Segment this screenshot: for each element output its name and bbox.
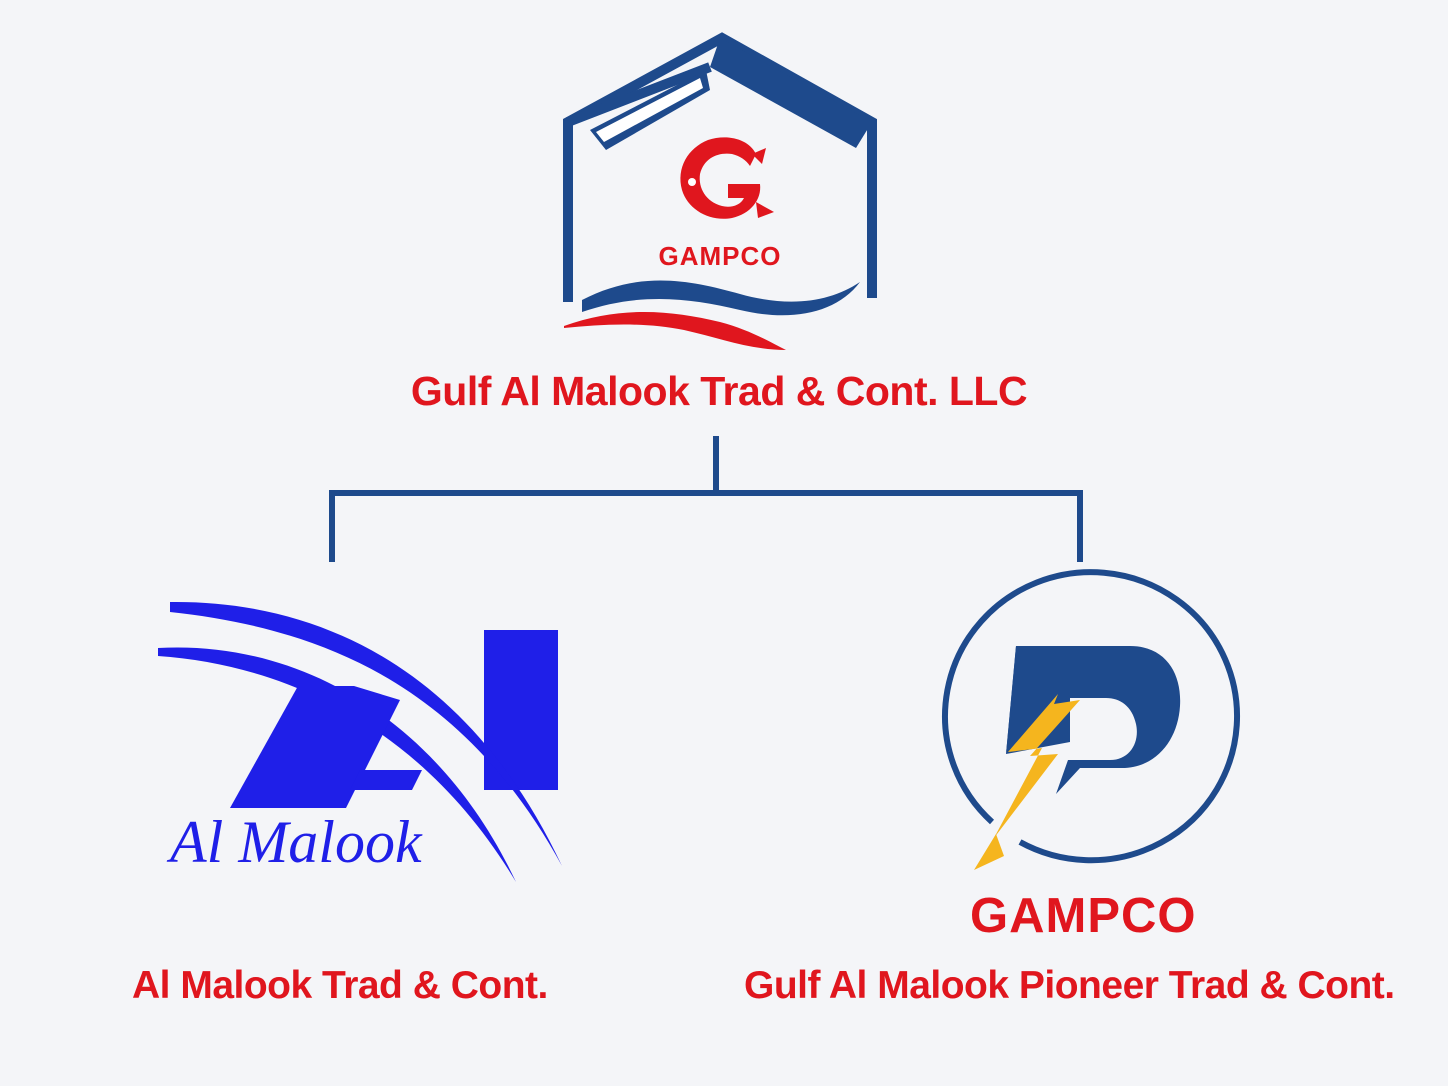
left-logo-wordmark: Al Malook xyxy=(166,809,423,875)
right-node-title: Gulf Al Malook Pioneer Trad & Cont. xyxy=(744,964,1395,1007)
connector-branch xyxy=(329,490,1083,562)
left-node-title: Al Malook Trad & Cont. xyxy=(132,964,548,1007)
root-node-title: Gulf Al Malook Trad & Cont. LLC xyxy=(410,368,1028,414)
gampco-p-lightning-logo-icon xyxy=(942,569,1241,870)
al-malook-arcs-logo-icon: Al Malook xyxy=(158,601,562,882)
right-logo-wordmark: GAMPCO xyxy=(970,889,1197,943)
gampco-house-wave-logo-icon: GAMPCO xyxy=(563,32,877,350)
top-logo-wordmark: GAMPCO xyxy=(659,241,782,271)
